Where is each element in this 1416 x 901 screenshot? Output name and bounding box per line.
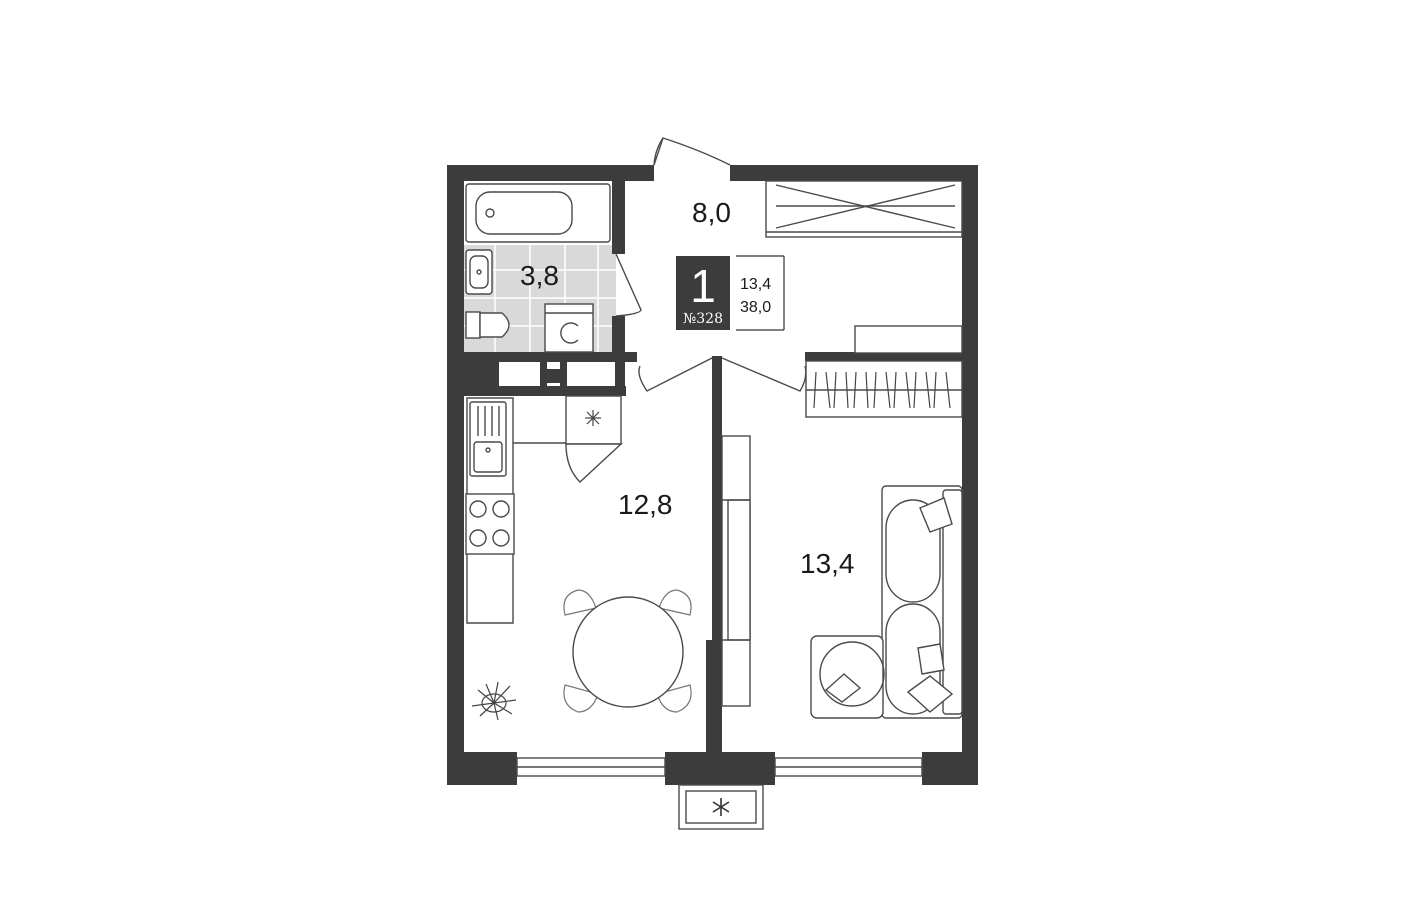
tv-unit bbox=[721, 435, 751, 707]
living-area-value: 13,4 bbox=[740, 276, 771, 293]
washing-machine-icon bbox=[544, 303, 594, 353]
total-area-value: 38,0 bbox=[740, 299, 771, 316]
apartment-badge: 1 №328 13,4 38,0 bbox=[676, 255, 785, 331]
dining-table-icon bbox=[563, 589, 692, 713]
kitchen-door bbox=[638, 357, 713, 392]
toilet-icon bbox=[465, 311, 510, 339]
walls bbox=[447, 165, 978, 785]
sink-icon bbox=[465, 249, 493, 295]
hall-area-label: 8,0 bbox=[692, 197, 731, 228]
bathtub-icon bbox=[465, 183, 611, 243]
windows bbox=[516, 757, 923, 777]
hall-shelf bbox=[854, 325, 963, 354]
wardrobe-icon bbox=[765, 180, 963, 238]
closet-icon bbox=[805, 360, 963, 418]
fridge-icon bbox=[565, 395, 623, 483]
living-area-label: 13,4 bbox=[800, 548, 855, 579]
bathroom-door bbox=[615, 253, 642, 317]
rooms-count: 1 bbox=[690, 260, 716, 312]
kitchen-area-label: 12,8 bbox=[618, 489, 673, 520]
air-conditioner-icon bbox=[712, 798, 730, 816]
unit-number: №328 bbox=[683, 311, 723, 327]
kitchen-sink-icon bbox=[469, 401, 507, 477]
entrance-door bbox=[653, 137, 731, 166]
stove-icon bbox=[465, 493, 515, 555]
bathroom-area-label: 3,8 bbox=[520, 260, 559, 291]
plant-icon bbox=[471, 681, 517, 721]
sofa-icon bbox=[810, 485, 963, 719]
living-door bbox=[721, 357, 807, 392]
